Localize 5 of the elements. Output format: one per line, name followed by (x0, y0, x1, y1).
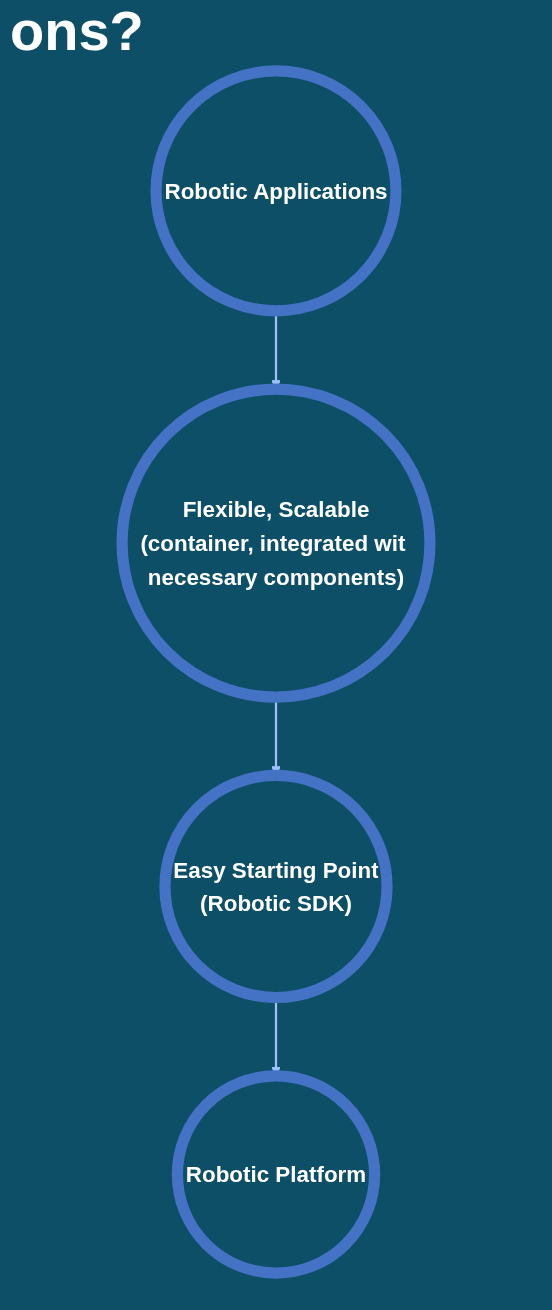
slide-title: ons? (9, 0, 145, 62)
node-circle: Easy Starting Point (Robotic SDK) (159, 769, 393, 1003)
node-circle: Robotic Applications (150, 64, 402, 317)
node-circle: Flexible, Scalable (container, integrated wit necessary components) (116, 383, 436, 703)
node-circle: Robotic Platform (171, 1069, 381, 1279)
